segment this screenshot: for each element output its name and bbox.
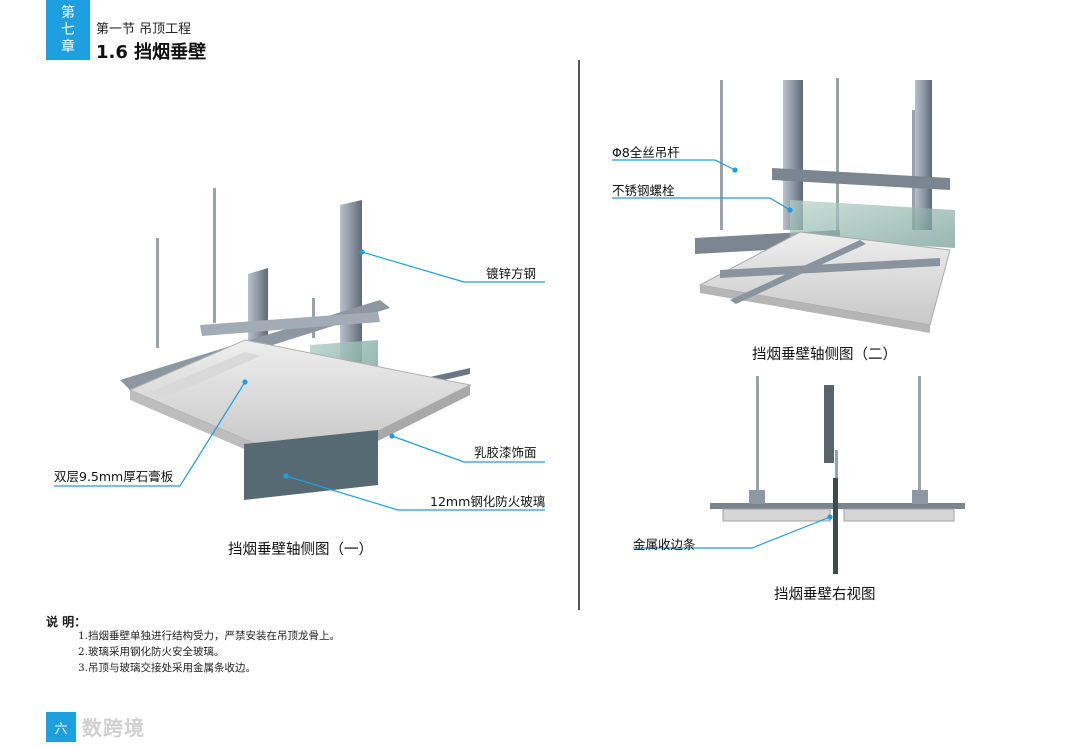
label-galvanized-steel: 镀锌方钢 xyxy=(486,266,537,281)
label-gypsum-board: 双层9.5mm厚石膏板 xyxy=(54,469,174,484)
chapter-tab: 第 七 章 xyxy=(46,0,90,60)
chapter-char-1: 第 xyxy=(61,4,75,21)
right-top-leader-lines xyxy=(612,159,793,213)
note-item-2: 2.玻璃采用钢化防火安全玻璃。 xyxy=(78,646,225,658)
chapter-char-3: 章 xyxy=(61,38,75,55)
label-metal-trim: 金属收边条 xyxy=(633,537,696,552)
right-top-isometric-view xyxy=(695,78,955,333)
label-fire-glass: 12mm钢化防火玻璃 xyxy=(430,494,546,509)
notes-heading: 说 明： xyxy=(46,615,87,629)
page-badge: 六 xyxy=(46,712,76,742)
watermark: 数跨境 xyxy=(82,716,145,740)
section-label: 第一节 吊顶工程 xyxy=(96,22,192,37)
left-isometric-view xyxy=(120,188,472,500)
label-latex-paint: 乳胶漆饰面 xyxy=(474,445,537,460)
left-leader-lines xyxy=(54,249,545,511)
right-side-view xyxy=(710,376,965,574)
caption-isometric-2: 挡烟垂壁轴侧图（二） xyxy=(752,347,897,363)
page-title: 1.6 挡烟垂壁 xyxy=(96,42,207,63)
vertical-divider xyxy=(578,60,580,610)
note-item-1: 1.挡烟垂壁单独进行结构受力，严禁安装在吊顶龙骨上。 xyxy=(78,630,341,642)
label-stainless-bolt: 不锈钢螺栓 xyxy=(612,183,675,198)
caption-right-view: 挡烟垂壁右视图 xyxy=(774,587,876,603)
chapter-char-2: 七 xyxy=(61,21,75,38)
note-item-3: 3.吊顶与玻璃交接处采用金属条收边。 xyxy=(78,662,257,674)
right-bottom-leader-lines xyxy=(633,514,833,549)
caption-isometric-1: 挡烟垂壁轴侧图（一） xyxy=(228,542,373,558)
label-threaded-rod: Φ8全丝吊杆 xyxy=(612,145,680,160)
